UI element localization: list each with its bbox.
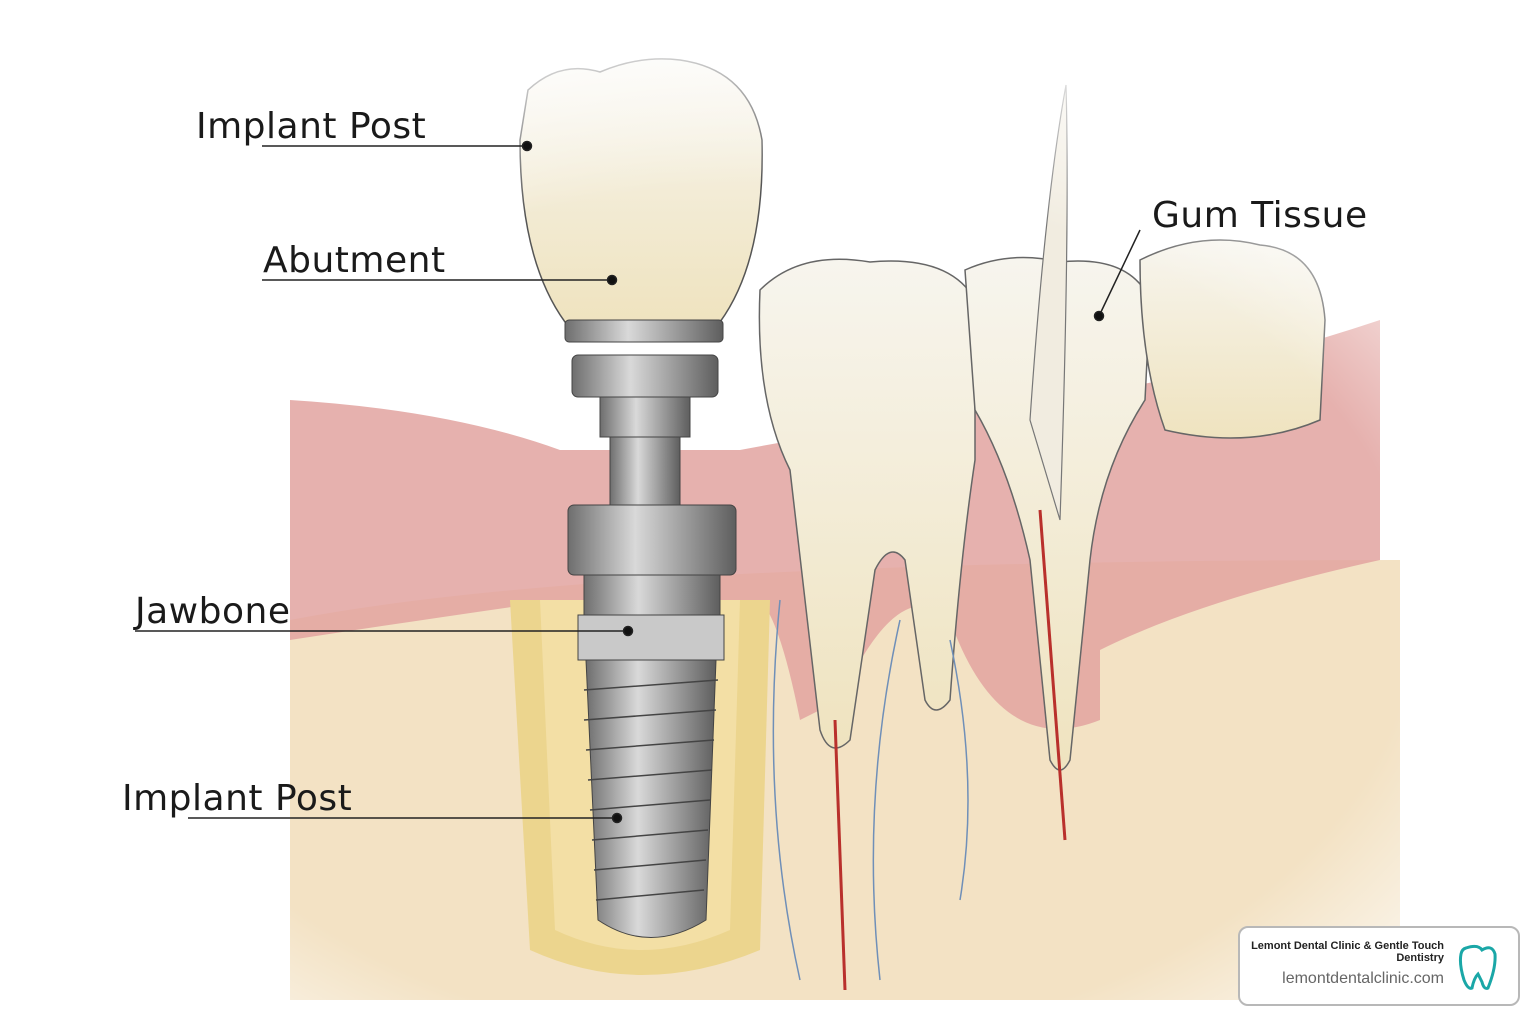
- clinic-name: Lemont Dental Clinic & Gentle Touch Dent…: [1251, 940, 1444, 964]
- label-implant-post-top: Implant Post: [196, 106, 427, 147]
- label-jawbone: Jawbone: [135, 591, 291, 632]
- label-abutment: Abutment: [263, 240, 446, 281]
- label-gum-tissue: Gum Tissue: [1152, 195, 1368, 236]
- tooth-icon: [1458, 944, 1497, 990]
- label-implant-post-bottom: Implant Post: [122, 778, 353, 819]
- clinic-website: lemontdentalclinic.com: [1282, 970, 1444, 987]
- leader-gum-tissue: [1099, 229, 1141, 315]
- clinic-branding: Lemont Dental Clinic & Gentle Touch Dent…: [1238, 926, 1520, 1006]
